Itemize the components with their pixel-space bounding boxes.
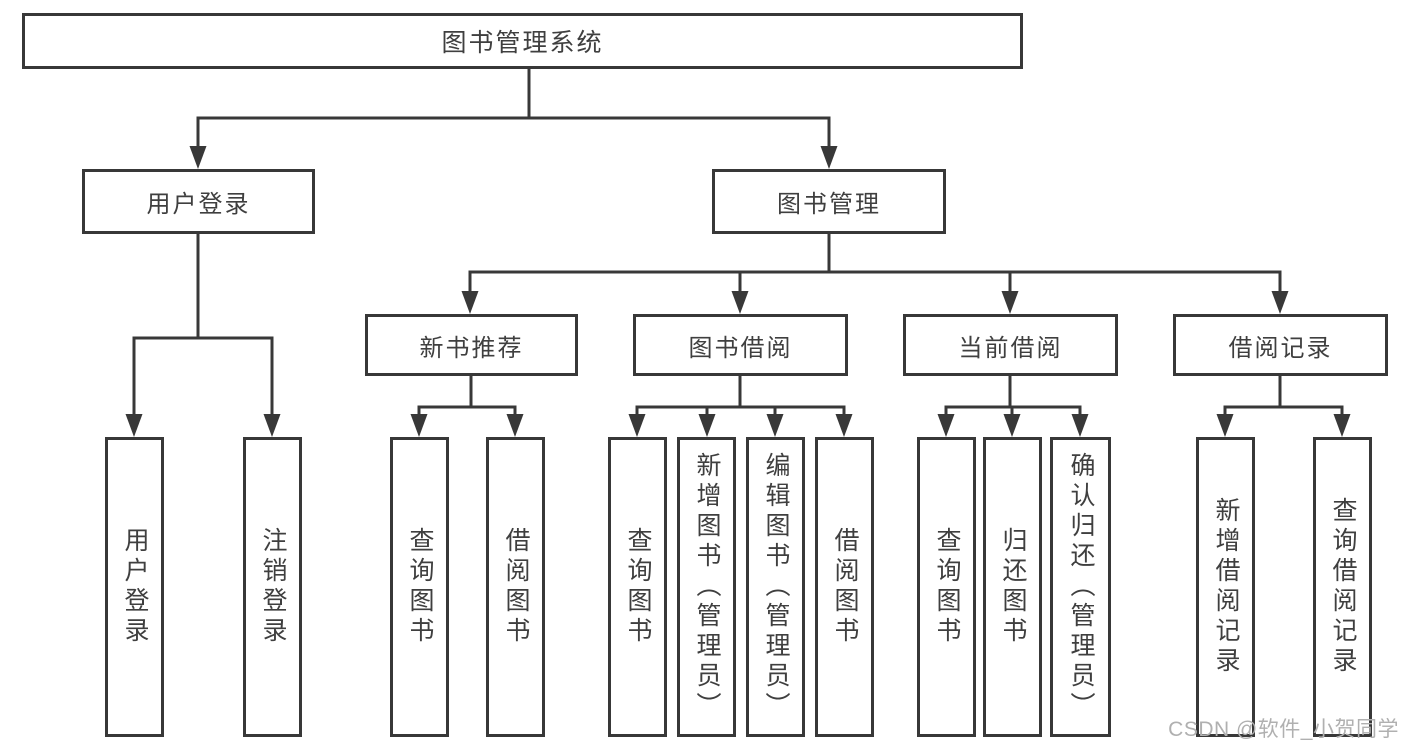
leaf-current-return-books-label: 归还图书 <box>999 527 1027 647</box>
leaf-records-query-record: 查询借阅记录 <box>1313 437 1372 737</box>
leaf-logout-label: 注销登录 <box>259 527 287 647</box>
leaf-borrow-add-books-label: 新增图书（管理员） <box>693 452 721 722</box>
node-library-system: 图书管理系统 <box>22 13 1023 69</box>
node-book-borrow: 图书借阅 <box>633 314 848 376</box>
leaf-current-query-books: 查询图书 <box>917 437 976 737</box>
node-current-borrow-label: 当前借阅 <box>958 334 1063 362</box>
leaf-borrow-query-books-label: 查询图书 <box>624 527 652 647</box>
leaf-recommend-borrow-books-label: 借阅图书 <box>502 527 530 647</box>
leaf-borrow-borrow-books-label: 借阅图书 <box>831 527 859 647</box>
leaf-current-return-books: 归还图书 <box>983 437 1042 737</box>
leaf-recommend-query-books-label: 查询图书 <box>406 527 434 647</box>
node-user-login: 用户登录 <box>82 169 315 234</box>
node-book-management: 图书管理 <box>712 169 946 234</box>
leaf-user-login: 用户登录 <box>105 437 164 737</box>
node-current-borrow: 当前借阅 <box>903 314 1118 376</box>
leaf-recommend-query-books: 查询图书 <box>390 437 449 737</box>
leaf-user-login-label: 用户登录 <box>121 527 149 647</box>
leaf-records-add-record: 新增借阅记录 <box>1196 437 1255 737</box>
node-new-book-recommend-label: 新书推荐 <box>419 334 524 362</box>
leaf-current-confirm-return: 确认归还（管理员） <box>1050 437 1111 737</box>
node-book-management-label: 图书管理 <box>777 191 881 218</box>
node-book-borrow-label: 图书借阅 <box>688 334 793 362</box>
leaf-current-query-books-label: 查询图书 <box>933 527 961 647</box>
leaf-records-add-record-label: 新增借阅记录 <box>1212 497 1240 677</box>
leaf-borrow-edit-books-label: 编辑图书（管理员） <box>762 452 790 722</box>
leaf-borrow-borrow-books: 借阅图书 <box>815 437 874 737</box>
node-user-login-label: 用户登录 <box>146 191 251 218</box>
watermark-text: CSDN @软件_小贺同学 <box>1168 718 1399 741</box>
leaf-recommend-borrow-books: 借阅图书 <box>486 437 545 737</box>
leaf-borrow-edit-books: 编辑图书（管理员） <box>746 437 805 737</box>
node-borrow-records: 借阅记录 <box>1173 314 1388 376</box>
leaf-borrow-add-books: 新增图书（管理员） <box>677 437 736 737</box>
leaf-borrow-query-books: 查询图书 <box>608 437 667 737</box>
leaf-current-confirm-return-label: 确认归还（管理员） <box>1067 452 1095 722</box>
node-new-book-recommend: 新书推荐 <box>365 314 578 376</box>
node-borrow-records-label: 借阅记录 <box>1228 334 1333 362</box>
node-library-system-label: 图书管理系统 <box>441 29 604 57</box>
leaf-records-query-record-label: 查询借阅记录 <box>1329 497 1357 677</box>
leaf-logout: 注销登录 <box>243 437 302 737</box>
